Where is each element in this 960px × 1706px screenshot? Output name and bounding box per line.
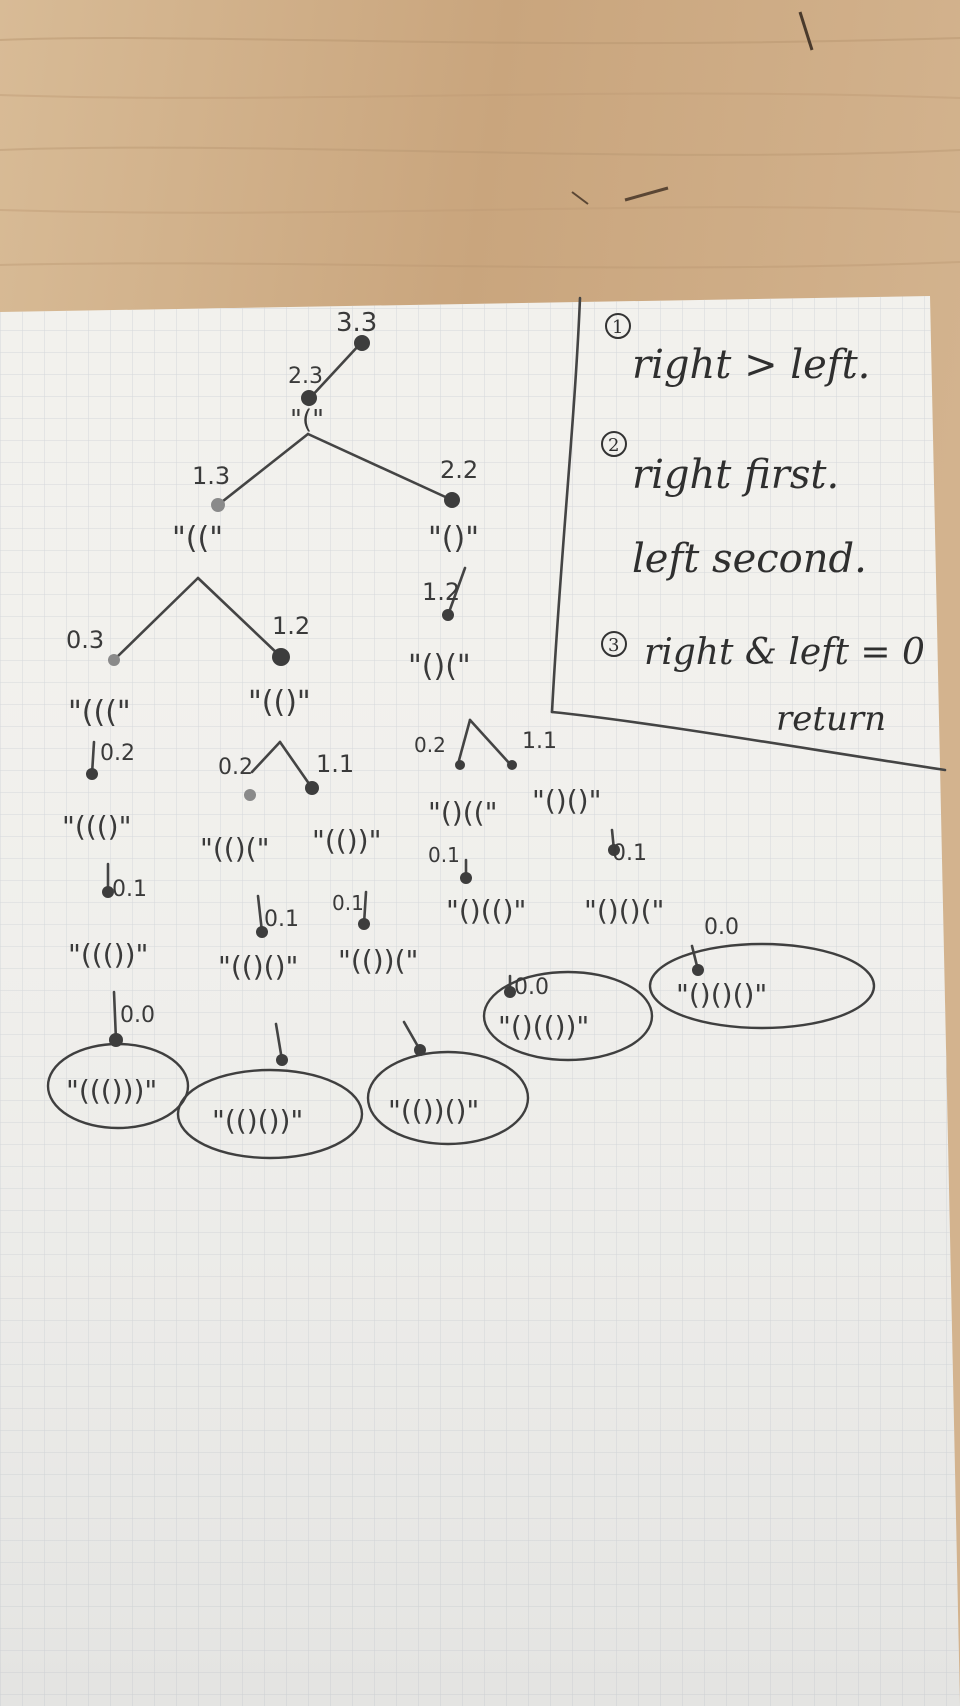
count-n3c: 1.2 [422,578,460,606]
str-n4e: "()()" [532,784,601,817]
tree-count-labels: 3.3 2.3 1.3 2.2 0.3 1.2 1.2 0.2 0.2 1.1 … [66,308,739,1028]
count-root: 3.3 [336,308,377,338]
tree-string-labels: "(" "((" "()" "(((" "(()" "()(" "((()" "… [62,405,767,1137]
str-n5b: "(()()" [218,950,298,983]
rule-2-number-circle [601,431,627,457]
str-n5e: "()()(" [584,894,664,927]
str-n4b: "(()(" [200,832,269,865]
rule-3-number: 3 [608,635,619,656]
count-n4b: 0.2 [218,755,253,780]
rule-1-line-1: right > left. [632,342,870,388]
str-n2a: "((" [172,521,223,556]
rule-1-number: 1 [612,317,623,338]
str-n3c: "()(" [408,649,471,684]
str-n5a: "((())" [68,938,148,971]
str-n4d: "()((" [428,796,497,829]
count-n5d: 0.1 [428,843,460,867]
count-n6a: 0.0 [120,1003,155,1028]
grid-paper-sheet [0,296,960,1706]
rule-2-line-1: right first. [632,452,839,498]
count-n3a: 0.3 [66,626,104,654]
rule-3-number-circle [601,631,627,657]
count-n4e: 1.1 [522,729,557,754]
str-n1: "(" [290,405,324,435]
count-n5b: 0.1 [264,907,299,932]
count-n5e: 0.1 [612,841,647,866]
str-n2b: "()" [428,521,479,556]
rule-2-line-2: left second. [632,536,867,582]
str-n3b: "(()" [248,685,311,720]
count-n4c: 1.1 [316,750,354,778]
rule-3-line-1: right & left = 0 [644,632,925,673]
count-n5c: 0.1 [332,891,364,915]
rule-1-number-circle [605,313,631,339]
str-n6c: "(())()" [388,1094,479,1127]
count-n2a: 1.3 [192,462,230,490]
str-n6b: "(()())" [212,1104,303,1137]
count-n6d: 0.0 [514,975,549,1000]
str-n6a: "((()))" [66,1074,157,1107]
rules-box-border [550,296,947,772]
str-n4c: "(())" [312,824,381,857]
rules-notes: 1 right > left. 2 right first. left seco… [601,313,925,739]
rule-3-line-2: return [776,699,886,739]
str-n4a: "((()" [62,810,131,843]
str-n3a: "(((" [68,695,131,730]
count-n2b: 2.2 [440,456,478,484]
count-n6e: 0.0 [704,915,739,940]
tree-nodes [86,335,704,1066]
str-n6d: "()(())" [498,1010,589,1043]
count-n3b: 1.2 [272,612,310,640]
count-n4a: 0.2 [100,741,135,766]
count-n1: 2.3 [288,364,323,389]
rule-2-number: 2 [608,435,619,456]
count-n5a: 0.1 [112,877,147,902]
str-n6e: "()()()" [676,978,767,1011]
count-n4d: 0.2 [414,733,446,757]
str-n5c: "(())(" [338,944,418,977]
str-n5d: "()(()" [446,894,526,927]
